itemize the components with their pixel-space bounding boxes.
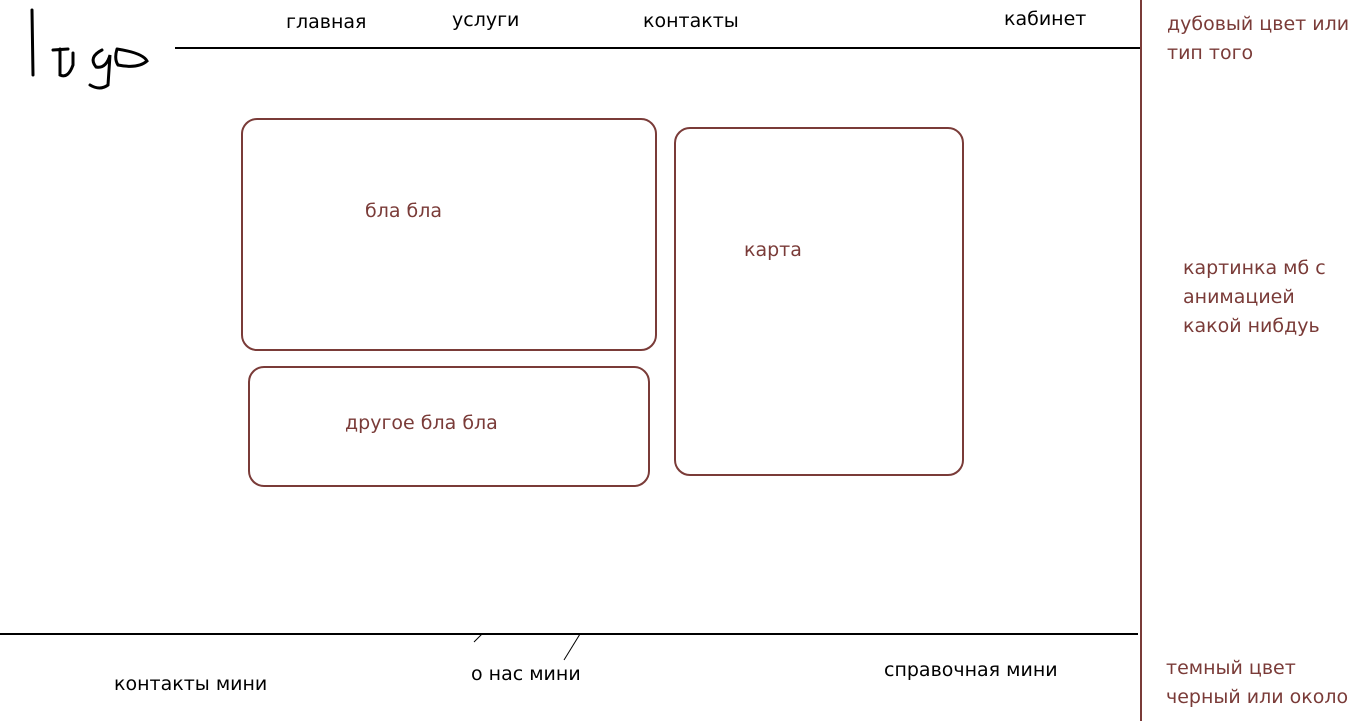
- sidebar-note-top-line-2: тип того: [1167, 42, 1254, 64]
- content-box-secondary: другое бла бла: [248, 366, 650, 487]
- sidebar-note-bottom-line-2: черный или около: [1166, 686, 1349, 708]
- sidebar-note-middle-line-3: какой нибдуь: [1183, 315, 1320, 337]
- header-divider: [175, 47, 1140, 49]
- sidebar-note-middle: картинка мб с анимацией какой нибдуь: [1183, 254, 1353, 341]
- stray-marks: [473, 633, 581, 661]
- nav-item-cabinet[interactable]: кабинет: [1004, 8, 1087, 30]
- sidebar-divider: [1140, 0, 1142, 721]
- sidebar-note-bottom: темный цвет черный или около: [1166, 654, 1355, 712]
- footer-reference-mini[interactable]: справочная мини: [884, 659, 1058, 681]
- nav-item-home[interactable]: главная: [286, 11, 367, 33]
- content-box-secondary-label: другое бла бла: [345, 412, 498, 434]
- footer-contacts-mini[interactable]: контакты мини: [114, 673, 268, 695]
- content-box-primary-label: бла бла: [365, 200, 443, 222]
- nav-item-contacts[interactable]: контакты: [643, 10, 739, 32]
- logo[interactable]: [20, 5, 160, 95]
- footer-divider: [0, 633, 1138, 635]
- sidebar-note-middle-line-1: картинка мб с: [1183, 257, 1326, 279]
- sidebar-note-middle-line-2: анимацией: [1183, 286, 1295, 308]
- map-label: карта: [744, 239, 802, 261]
- sidebar-note-top: дубовый цвет или тип того: [1167, 10, 1355, 68]
- content-box-primary: бла бла: [241, 118, 657, 351]
- sidebar-note-top-line-1: дубовый цвет или: [1167, 13, 1350, 35]
- map-box[interactable]: карта: [674, 127, 964, 476]
- footer-about-mini[interactable]: о нас мини: [471, 663, 581, 685]
- nav-item-services[interactable]: услуги: [452, 9, 520, 31]
- sidebar-note-bottom-line-1: темный цвет: [1166, 657, 1296, 679]
